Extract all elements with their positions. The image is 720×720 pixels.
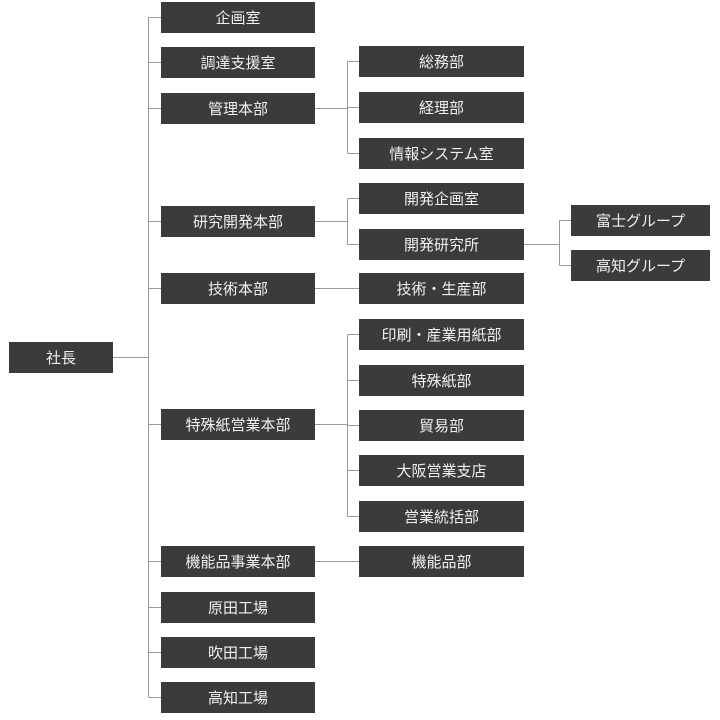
org-node-department: 経理部 [359, 92, 524, 123]
org-node-department: 印刷・産業用紙部 [359, 319, 524, 350]
org-node-group: 富士グループ [571, 205, 710, 236]
org-node-department: 貿易部 [359, 410, 524, 441]
org-node-division: 吹田工場 [161, 637, 315, 668]
org-node-division: 原田工場 [161, 592, 315, 623]
org-node-department: 技術・生産部 [359, 273, 524, 304]
org-node-division: 研究開発本部 [161, 206, 315, 237]
org-node-group: 高知グループ [571, 250, 710, 281]
org-node-department: 特殊紙部 [359, 365, 524, 396]
org-node-root: 社長 [9, 342, 113, 373]
org-node-division: 特殊紙営業本部 [161, 409, 315, 440]
org-node-division: 高知工場 [161, 682, 315, 713]
org-node-division: 企画室 [161, 2, 315, 33]
org-node-division: 技術本部 [161, 273, 315, 304]
org-node-department: 大阪営業支店 [359, 455, 524, 486]
org-node-department: 情報システム室 [359, 138, 524, 169]
org-node-division: 調達支援室 [161, 47, 315, 78]
org-node-department: 開発企画室 [359, 183, 524, 214]
org-node-department: 営業統括部 [359, 501, 524, 532]
org-node-division: 機能品事業本部 [161, 546, 315, 577]
org-node-division: 管理本部 [161, 93, 315, 124]
org-node-department: 開発研究所 [359, 229, 524, 260]
org-node-department: 機能品部 [359, 546, 524, 577]
org-node-department: 総務部 [359, 46, 524, 77]
